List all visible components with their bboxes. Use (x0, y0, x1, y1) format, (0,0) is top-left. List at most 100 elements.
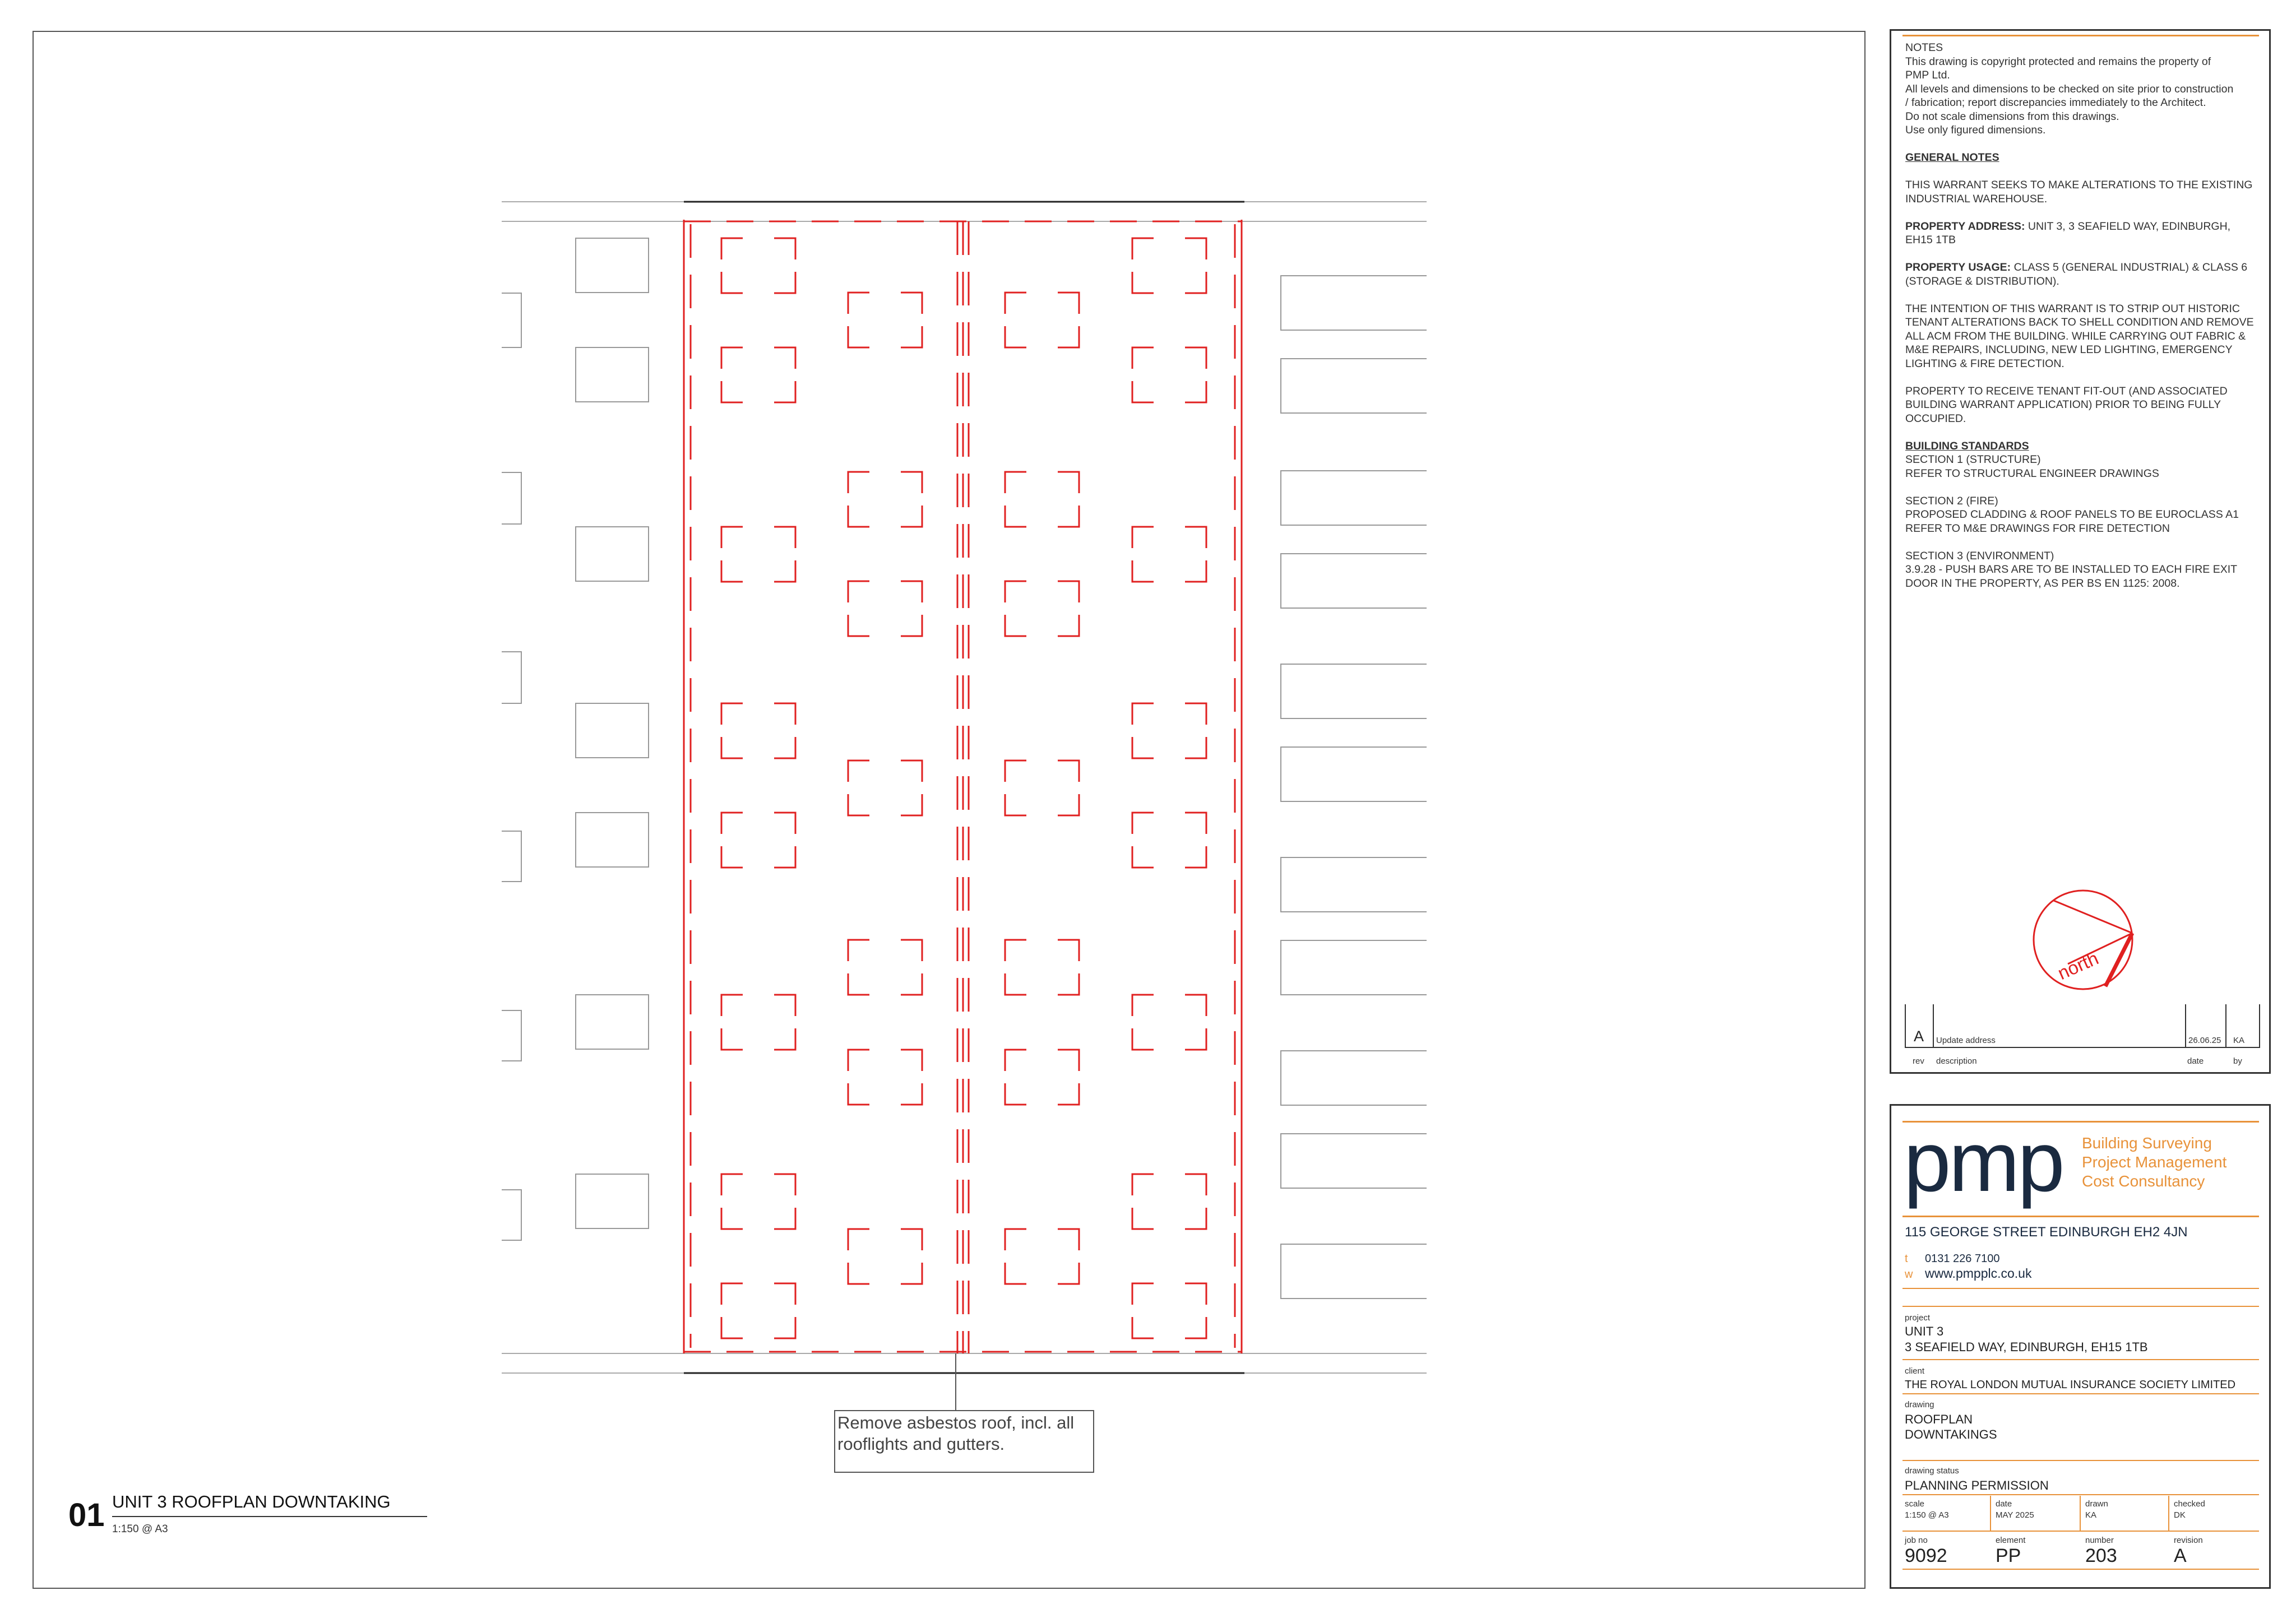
rooflight-outline (847, 471, 923, 528)
neighbour-outline (575, 1174, 649, 1229)
company-website-link[interactable]: www.pmpplc.co.uk (1925, 1266, 2032, 1281)
section2-line2: REFER TO M&E DRAWINGS FOR FIRE DETECTION (1905, 522, 2170, 535)
notes-text: NOTES This drawing is copyright protecte… (1905, 41, 2258, 590)
service-project-management: Project Management (2082, 1153, 2227, 1171)
client-label: client (1905, 1366, 1925, 1376)
notes-heading: NOTES (1905, 41, 1943, 54)
section3-text: 3.9.28 - PUSH BARS ARE TO BE INSTALLED T… (1905, 563, 2237, 590)
neighbour-outline (1280, 358, 1427, 414)
notes-line: Do not scale dimensions from this drawin… (1905, 110, 2119, 123)
title-block: pmp Building Surveying Project Managemen… (1890, 1104, 2271, 1589)
rooflight-outline (720, 994, 797, 1051)
drawn-value: KA (2085, 1510, 2097, 1520)
address-value: UNIT 3, 3 SEAFIELD WAY, EDINBURGH, EH15 … (1905, 220, 2231, 247)
rooflight-outline (720, 1173, 797, 1230)
neighbour-outline (502, 831, 522, 882)
neighbour-outline (1280, 553, 1427, 609)
company-phone: 0131 226 7100 (1925, 1253, 2000, 1265)
fitout-text: PROPERTY TO RECEIVE TENANT FIT-OUT (AND … (1905, 384, 2228, 425)
rooflight-outline (720, 526, 797, 583)
notes-panel: NOTES This drawing is copyright protecte… (1890, 29, 2271, 1074)
status-label: drawing status (1905, 1466, 1959, 1476)
project-label: project (1905, 1313, 1931, 1323)
scale-label: scale (1905, 1499, 1925, 1509)
section1-text: REFER TO STRUCTURAL ENGINEER DRAWINGS (1905, 467, 2159, 480)
rooflight (847, 580, 923, 637)
title-top-line (1902, 1121, 2259, 1123)
property-address: PROPERTY ADDRESS: UNIT 3, 3 SEAFIELD WAY… (1905, 220, 2258, 247)
rooflight (720, 346, 797, 404)
rooflight-outline (720, 346, 797, 404)
rooflight-outline (720, 237, 797, 294)
rooflight (1004, 1228, 1080, 1285)
rooflight-outline (1004, 580, 1080, 637)
divider (1902, 1460, 2259, 1461)
section3-title: SECTION 3 (ENVIRONMENT) (1905, 549, 2054, 562)
neighbour-outline (1280, 940, 1427, 995)
date-value: MAY 2025 (1996, 1510, 2034, 1520)
view-number: 01 (68, 1497, 105, 1533)
rooflight (1131, 526, 1207, 583)
neighbour-outline (1280, 1133, 1427, 1189)
neighbour-outline (502, 472, 522, 525)
neighbour-outline (575, 812, 649, 868)
view-title-underline (112, 1516, 427, 1517)
rooflight (720, 237, 797, 294)
roof-plan-drawing (502, 201, 1427, 1410)
rooflight (720, 1173, 797, 1230)
rooflight (1131, 702, 1207, 759)
neighbour-outline (1280, 857, 1427, 912)
neighbour-outline (502, 1010, 522, 1061)
neighbour-outline (1280, 664, 1427, 719)
annotation-box: Remove asbestos roof, incl. all roofligh… (834, 1410, 1094, 1473)
drawing-line1: ROOFPLAN (1905, 1412, 1973, 1426)
rooflight (847, 1049, 923, 1106)
revision-table: A Update address 26.06.25 KA (1905, 1004, 2260, 1048)
company-address: 115 GEORGE STREET EDINBURGH EH2 4JN (1905, 1225, 2188, 1240)
rooflight-outline (847, 759, 923, 817)
rooflight-outline (1004, 939, 1080, 996)
rooflight (847, 939, 923, 996)
rooflight-outline (1004, 291, 1080, 349)
service-building-surveying: Building Surveying (2082, 1134, 2212, 1152)
phone-prefix: t (1905, 1253, 1908, 1265)
rooflight (1004, 759, 1080, 817)
rooflight (1131, 812, 1207, 869)
usage-label: PROPERTY USAGE: (1905, 261, 2011, 273)
rooflight-outline (1004, 1049, 1080, 1106)
rooflight-outline (1131, 237, 1207, 294)
rev-date: 26.06.25 (2188, 1036, 2221, 1045)
logo-underline (1902, 1216, 2259, 1217)
rooflight-outline (1131, 812, 1207, 869)
rooflight (847, 1228, 923, 1285)
rooflight-outline (847, 291, 923, 349)
rooflight (847, 291, 923, 349)
rooflight-outline (720, 1282, 797, 1339)
divider (1902, 1569, 2259, 1570)
revision-value: A (2174, 1545, 2187, 1566)
drawing-line2: DOWNTAKINGS (1905, 1427, 1997, 1441)
roof-outline-demolition (683, 220, 1243, 1353)
rooflight-outline (720, 812, 797, 869)
jobno-value: 9092 (1905, 1545, 1947, 1566)
section1-title: SECTION 1 (STRUCTURE) (1905, 453, 2041, 466)
rooflight (1131, 1173, 1207, 1230)
rooflight (1004, 580, 1080, 637)
rooflight (1004, 939, 1080, 996)
jobno-label: job no (1905, 1536, 1928, 1545)
divider (2168, 1496, 2169, 1531)
neighbour-outline (1280, 470, 1427, 526)
rev-header: rev (1913, 1056, 1924, 1066)
revision-label: revision (2174, 1536, 2203, 1545)
rooflight (720, 1282, 797, 1339)
context-lines (502, 201, 1427, 1374)
notes-line: PMP Ltd. (1905, 69, 1950, 81)
rooflight (720, 526, 797, 583)
rooflight-outline (1004, 759, 1080, 817)
neighbouring-units (502, 238, 1427, 1299)
neighbour-outline (575, 238, 649, 293)
neighbour-outline (575, 994, 649, 1050)
rooflights-demolition (720, 237, 1207, 1339)
rooflight (847, 759, 923, 817)
divider (1990, 1496, 1991, 1531)
